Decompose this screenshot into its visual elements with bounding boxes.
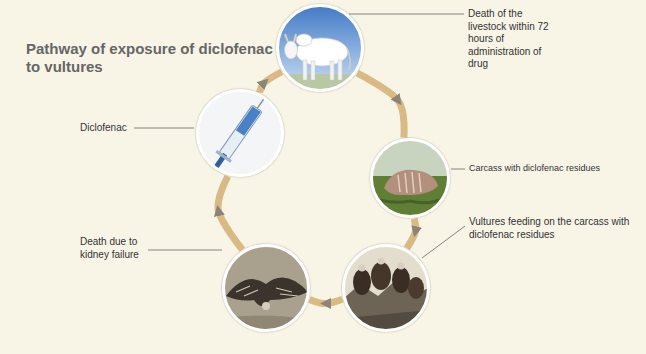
picture-circle: Death due to kidney failure <box>222 244 310 332</box>
cycle-arrow <box>260 72 282 93</box>
diagram-title: Pathway of exposure of diclofenac to vul… <box>26 40 291 76</box>
picture-circle: Carcass with diclofenac residues <box>370 138 450 218</box>
cycle-arrow <box>310 299 343 303</box>
cow-picture <box>276 4 364 94</box>
callout-label: Vultures feeding on the carcass with dic… <box>469 216 639 241</box>
callout-label: Death of the livestock within 72 hours o… <box>468 8 553 71</box>
carcass-picture <box>370 138 450 218</box>
picture-circle: Death of the livestock within 72 hours o… <box>276 4 364 92</box>
picture-circle: Vultures feeding on the carcass with dic… <box>342 244 430 332</box>
dead-vulture-picture <box>222 244 310 332</box>
callout-label: Death due to kidney failure <box>80 236 160 261</box>
callout: Death due to kidney failure <box>80 236 160 261</box>
callout: Death of the livestock within 72 hours o… <box>468 8 553 71</box>
cycle-arrow <box>218 176 242 249</box>
callout-label: Carcass with diclofenac residues <box>469 163 643 174</box>
callout: Carcass with diclofenac residues <box>469 163 643 174</box>
picture-circle: Diclofenac <box>196 89 284 177</box>
cycle-arrow <box>357 73 404 137</box>
callout-label: Diclofenac <box>80 122 160 135</box>
syringe-picture <box>196 85 284 177</box>
vultures-picture <box>342 244 430 332</box>
cycle-arrow <box>407 219 416 248</box>
callout: Vultures feeding on the carcass with dic… <box>469 216 639 241</box>
callout: Diclofenac <box>80 122 160 135</box>
